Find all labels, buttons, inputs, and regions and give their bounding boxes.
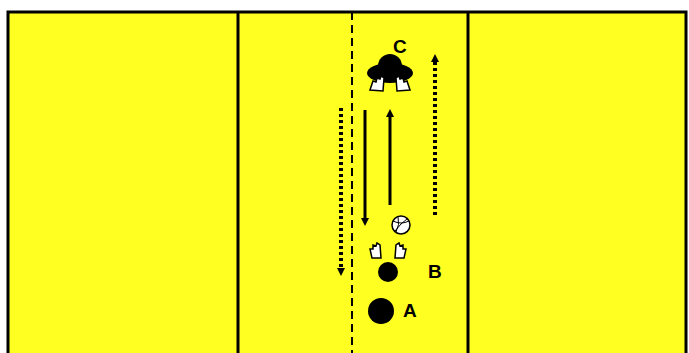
- player-letter: A: [403, 301, 417, 320]
- player-letter: C: [393, 37, 407, 56]
- player-letter: B: [428, 262, 442, 281]
